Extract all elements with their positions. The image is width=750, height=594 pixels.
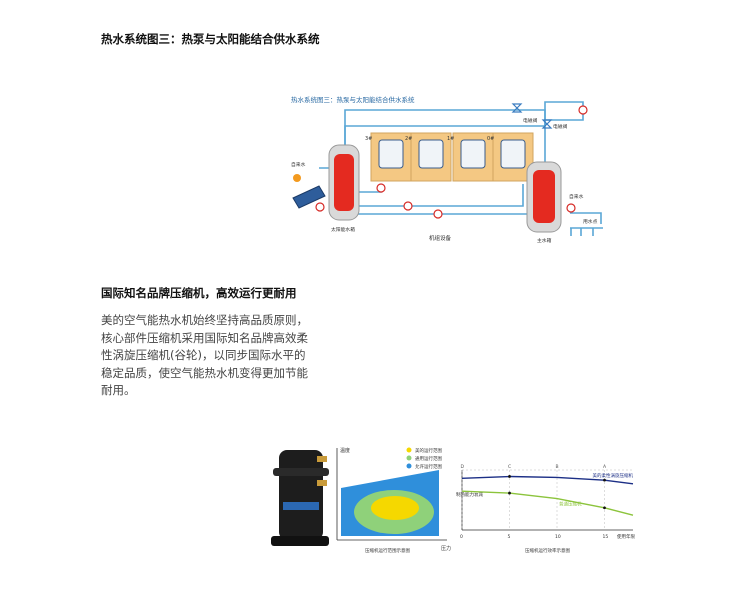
x-tick-label: 0	[460, 534, 463, 540]
section2-paragraph: 美的空气能热水机始终坚持高品质原则，核心部件压缩机采用国际知名品牌高效柔性涡旋压…	[101, 313, 308, 398]
chart-xlabel: 使用年限	[617, 533, 635, 540]
pump-icon	[315, 202, 325, 212]
compressor-charts: 温度 压力 美的运行范围 通用运行范围 允许运行范围 压缩机运行范围示意图 制热…	[271, 447, 635, 554]
series-line	[461, 490, 634, 516]
reference-label: B	[556, 464, 559, 470]
chart-caption: 压缩机运行效率示意图	[525, 547, 570, 554]
circulation-pumps	[315, 105, 588, 219]
operating-range-chart: 温度 压力 美的运行范围 通用运行范围 允许运行范围 压缩机运行范围示意图	[336, 447, 451, 554]
section2-heading: 国际知名品牌压缩机，高效运行更耐用	[101, 286, 297, 300]
efficiency-line-chart: 制热能力衰减 使用年限 压缩机运行效率示意图 0 D 5 C 10 B 15 A 美的柔性涡旋压…	[456, 464, 635, 554]
diagram-title: 热水系统图三：热泵与太阳能结合供水系统	[291, 95, 415, 104]
compressor-image	[271, 450, 329, 546]
chart-ylabel: 制热能力衰减	[456, 491, 483, 498]
unit-label: 1#	[447, 136, 454, 142]
section1-heading: 热水系统图三：热泵与太阳能结合供水系统	[101, 32, 320, 46]
tank-label: 太阳能水箱	[331, 226, 355, 233]
outlet-label: 用水点	[583, 218, 598, 225]
tank-label: 主水箱	[537, 237, 552, 244]
pump-icon	[433, 209, 443, 219]
hot-water-system-diagram: 热水系统图三：热泵与太阳能结合供水系统 3# 2# 1# 0#	[291, 95, 603, 244]
data-point	[603, 478, 606, 482]
data-point	[508, 475, 511, 478]
solar-water-tank	[328, 144, 360, 221]
unit-label: 2#	[405, 136, 412, 142]
heat-pump-units: 3# 2# 1# 0#	[365, 132, 534, 182]
data-point	[603, 506, 606, 510]
legend-swatch	[406, 463, 412, 469]
inlet-label: 自来水	[291, 161, 306, 168]
x-tick-label: 5	[508, 534, 511, 540]
solar-panel	[292, 174, 326, 209]
chart-caption: 压缩机运行范围示意图	[365, 547, 410, 554]
legend-label: 美的运行范围	[415, 447, 442, 454]
valve-icon	[511, 103, 523, 113]
legend-label: 通用运行范围	[415, 455, 442, 462]
legend-swatch	[406, 447, 412, 453]
chart-ylabel: 温度	[340, 447, 350, 454]
valve-label: 电磁阀	[553, 123, 568, 130]
legend-label: 允许运行范围	[415, 463, 442, 470]
valve-icon	[541, 119, 553, 129]
data-point	[508, 491, 511, 495]
reference-label: D	[461, 464, 465, 470]
reference-label: C	[508, 464, 511, 470]
main-water-tank	[526, 161, 562, 233]
valve-label: 电磁阀	[523, 117, 538, 124]
series-line	[461, 475, 634, 485]
pump-icon	[566, 203, 576, 213]
unit-label: 3#	[365, 136, 372, 142]
supply-label: 自来水	[569, 193, 584, 200]
equipment-label: 机组设备	[429, 234, 452, 242]
unit-label: 0#	[487, 136, 494, 142]
pump-icon	[376, 183, 386, 193]
pump-icon	[578, 105, 588, 115]
reference-label: A	[603, 464, 607, 470]
series-label: 普通压缩机	[559, 501, 582, 508]
sun-icon	[293, 174, 301, 182]
pump-icon	[403, 201, 413, 211]
series-label: 美的柔性涡旋压缩机	[593, 472, 634, 479]
x-tick-label: 15	[603, 534, 609, 540]
x-tick-label: 10	[555, 534, 561, 540]
legend-swatch	[406, 455, 412, 461]
chart-xlabel: 压力	[441, 545, 451, 552]
